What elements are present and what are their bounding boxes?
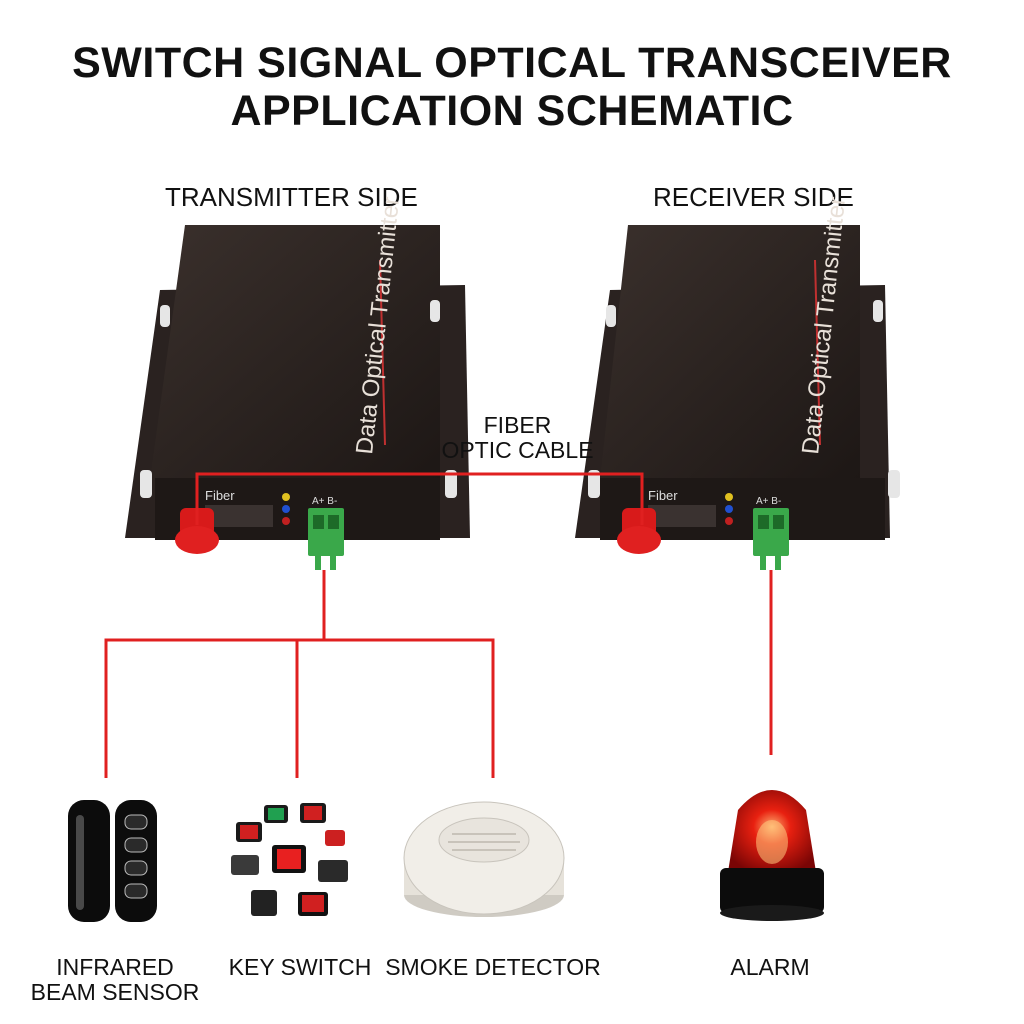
transmitter-side-label: TRANSMITTER SIDE [165, 182, 418, 212]
wiring [104, 472, 773, 778]
mount-ear-icon [430, 300, 440, 322]
mount-ear-icon [445, 470, 457, 498]
mount-ear-icon [606, 305, 616, 327]
key-switch-icon [231, 803, 348, 916]
fiber-port-label: Fiber [205, 488, 235, 503]
alarm-label: ALARM [730, 954, 810, 980]
status-led-icon [282, 517, 290, 525]
status-led-icon [725, 505, 733, 513]
fiber-cable-label-line2: OPTIC CABLE [441, 437, 594, 463]
infrared-beam-sensor-icon [68, 800, 157, 922]
terminal-label: A+ B- [756, 496, 781, 507]
sensor-bus-wire [104, 638, 495, 778]
fiber-cable-label-line1: FIBER [483, 412, 552, 438]
diagram-title-line2: APPLICATION SCHEMATIC [230, 87, 794, 135]
transmitter-device: Data Optical Transmitter Fiber A+ B- [125, 195, 470, 570]
smoke-detector-icon [403, 801, 565, 917]
fiber-port-label: Fiber [648, 488, 678, 503]
key-switch-label: KEY SWITCH [228, 954, 372, 980]
status-led-icon [282, 493, 290, 501]
diagram-title-line1: SWITCH SIGNAL OPTICAL TRANSCEIVER [72, 39, 952, 87]
mount-ear-icon [888, 470, 900, 498]
mount-ear-icon [588, 470, 600, 498]
receiver-device: Data Optical Transmitter Fiber A+ B- [575, 195, 900, 570]
fiber-connector-icon [617, 508, 661, 554]
status-led-icon [725, 517, 733, 525]
fiber-optic-cable-line [195, 472, 644, 525]
infrared-label-line1: INFRARED [56, 954, 174, 980]
infrared-label-line2: BEAM SENSOR [30, 979, 200, 1005]
mount-ear-icon [873, 300, 883, 322]
alarm-beacon-icon [720, 790, 824, 921]
mount-ear-icon [160, 305, 170, 327]
status-led-icon [282, 505, 290, 513]
mount-ear-icon [140, 470, 152, 498]
status-led-icon [725, 493, 733, 501]
terminal-label: A+ B- [312, 496, 337, 507]
smoke-detector-label: SMOKE DETECTOR [385, 954, 601, 980]
receiver-side-label: RECEIVER SIDE [653, 182, 854, 212]
